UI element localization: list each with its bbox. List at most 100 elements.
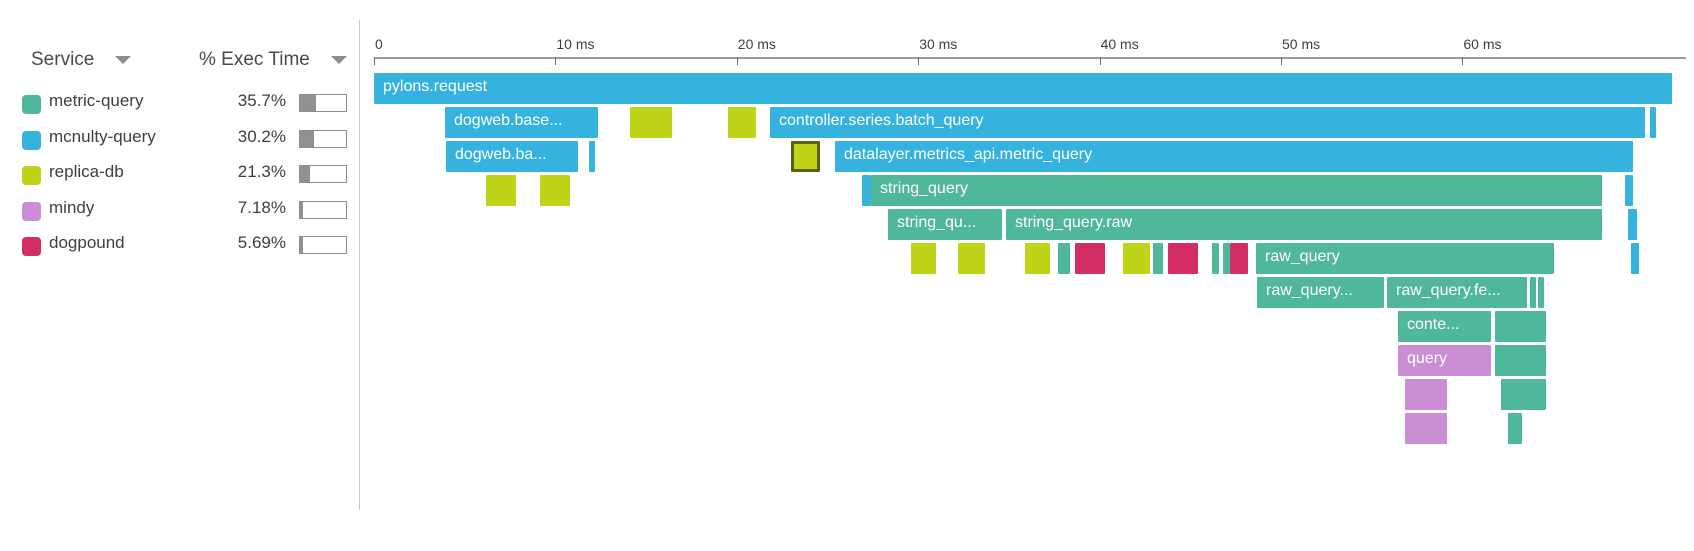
service-exec-meter bbox=[299, 94, 347, 112]
service-legend-row[interactable]: mcnulty-query 30.2% bbox=[0, 126, 360, 156]
flame-span-labeled[interactable]: conte... bbox=[1398, 311, 1491, 342]
service-name: replica-db bbox=[49, 162, 124, 181]
axis-tick-mark bbox=[736, 57, 738, 65]
flame-span-labeled[interactable]: raw_query bbox=[1256, 243, 1554, 274]
flame-span[interactable] bbox=[1405, 379, 1447, 410]
flame-span-labeled[interactable]: dogweb.ba... bbox=[446, 141, 578, 172]
flame-span[interactable] bbox=[911, 243, 936, 274]
flame-span-label: string_query bbox=[880, 180, 969, 197]
flame-span-labeled[interactable]: datalayer.metrics_api.metric_query bbox=[835, 141, 1633, 172]
flame-span-labeled[interactable]: string_query bbox=[871, 175, 1602, 206]
service-legend-row[interactable]: metric-query 35.7% bbox=[0, 90, 360, 120]
flame-span-label: dogweb.base... bbox=[454, 112, 563, 129]
flame-span[interactable] bbox=[1212, 243, 1219, 274]
service-name: mcnulty-query bbox=[49, 126, 156, 146]
flame-span[interactable] bbox=[862, 175, 871, 206]
flame-span-labeled[interactable]: dogweb.base... bbox=[445, 107, 598, 138]
service-exec-meter-fill bbox=[300, 237, 303, 253]
flame-span[interactable] bbox=[1625, 175, 1633, 206]
flame-span-label: conte... bbox=[1407, 316, 1460, 333]
flame-span[interactable] bbox=[1501, 379, 1546, 410]
flame-span[interactable] bbox=[1153, 243, 1163, 274]
service-exec-meter-fill bbox=[300, 130, 314, 147]
flame-span[interactable] bbox=[1025, 243, 1050, 274]
axis-tick-mark bbox=[555, 57, 557, 65]
chevron-down-icon-service[interactable] bbox=[115, 56, 131, 64]
flame-span-label: string_query.raw bbox=[1015, 214, 1133, 231]
service-exec-meter-fill bbox=[300, 166, 310, 182]
service-exec-meter bbox=[299, 129, 347, 148]
axis-tick-mark bbox=[918, 57, 920, 65]
service-exec-percent: 5.69% bbox=[237, 233, 286, 252]
flame-span-label: datalayer.metrics_api.metric_query bbox=[844, 146, 1093, 163]
service-exec-meter bbox=[299, 200, 347, 219]
flame-span-labeled[interactable]: string_query.raw bbox=[1006, 209, 1602, 240]
flame-span-labeled[interactable]: string_qu... bbox=[888, 209, 1002, 240]
service-exec-percent: 7.18% bbox=[237, 197, 286, 217]
flame-span-label: dogweb.ba... bbox=[455, 146, 547, 163]
service-color-swatch bbox=[22, 95, 41, 114]
flame-span[interactable] bbox=[958, 243, 985, 274]
flame-span[interactable] bbox=[1631, 243, 1639, 274]
flame-span-labeled[interactable]: controller.series.batch_query bbox=[770, 107, 1645, 138]
flame-span[interactable] bbox=[589, 141, 595, 172]
axis-tick-label: 0 bbox=[375, 36, 383, 52]
chevron-down-icon-exec-time[interactable] bbox=[331, 56, 347, 64]
flame-span-label: string_qu... bbox=[897, 214, 977, 231]
flame-span[interactable] bbox=[540, 175, 570, 206]
time-axis-line bbox=[374, 57, 1686, 59]
service-exec-meter bbox=[299, 236, 347, 254]
panel-divider bbox=[359, 20, 360, 510]
axis-tick-mark bbox=[1281, 57, 1282, 65]
flame-span-label: controller.series.batch_query bbox=[779, 112, 984, 129]
flame-span[interactable] bbox=[1508, 413, 1522, 444]
flamegraph-spans: pylons.request dogweb.base... controller.s… bbox=[360, 0, 1694, 551]
flame-span[interactable] bbox=[1530, 277, 1536, 308]
service-color-swatch bbox=[22, 166, 41, 185]
service-name: dogpound bbox=[49, 233, 125, 252]
column-header-service[interactable]: Service bbox=[31, 49, 95, 70]
flame-span-labeled[interactable]: raw_query.fe... bbox=[1387, 277, 1527, 308]
flame-span-labeled[interactable]: raw_query... bbox=[1257, 277, 1384, 308]
flame-span[interactable] bbox=[791, 141, 820, 172]
column-header-exec-time[interactable]: % Exec Time bbox=[199, 49, 310, 70]
service-name: metric-query bbox=[49, 91, 144, 110]
flame-span[interactable] bbox=[1058, 243, 1070, 274]
flame-span[interactable] bbox=[1538, 277, 1544, 308]
flame-span[interactable] bbox=[486, 175, 516, 206]
flame-span[interactable] bbox=[1230, 243, 1248, 274]
flame-span[interactable] bbox=[1495, 311, 1546, 342]
flame-span[interactable] bbox=[1650, 107, 1656, 138]
flame-span-label: pylons.request bbox=[383, 78, 488, 95]
service-legend-row[interactable]: replica-db 21.3% bbox=[0, 161, 360, 191]
flame-span-labeled[interactable]: pylons.request bbox=[374, 73, 1672, 104]
flame-span-label: raw_query... bbox=[1266, 282, 1353, 299]
service-legend-row[interactable]: dogpound 5.69% bbox=[0, 232, 360, 262]
flame-span[interactable] bbox=[1223, 243, 1230, 274]
axis-tick-label: 60 ms bbox=[1463, 36, 1502, 52]
service-exec-meter bbox=[299, 165, 347, 183]
flame-span[interactable] bbox=[1405, 413, 1447, 444]
flame-span[interactable] bbox=[1628, 209, 1637, 240]
flame-span[interactable] bbox=[1075, 243, 1105, 274]
axis-tick-mark bbox=[374, 57, 375, 65]
service-color-swatch bbox=[22, 237, 41, 256]
flame-span[interactable] bbox=[630, 107, 672, 138]
flame-span-labeled[interactable]: query bbox=[1398, 345, 1491, 376]
flame-span[interactable] bbox=[1168, 243, 1198, 274]
flame-span[interactable] bbox=[728, 107, 756, 138]
service-color-swatch bbox=[22, 130, 41, 150]
service-exec-percent: 35.7% bbox=[237, 91, 286, 110]
service-exec-percent: 30.2% bbox=[237, 126, 286, 146]
flame-span[interactable] bbox=[1123, 243, 1150, 274]
flame-span[interactable] bbox=[1495, 345, 1546, 376]
axis-tick-label: 40 ms bbox=[1100, 36, 1139, 52]
service-legend-panel: Service % Exec Time metric-query 35.7% mcn… bbox=[0, 0, 360, 551]
service-exec-percent: 21.3% bbox=[237, 162, 286, 181]
axis-tick-label: 10 ms bbox=[556, 36, 595, 52]
service-color-swatch bbox=[22, 201, 41, 221]
axis-tick-label: 50 ms bbox=[1282, 36, 1321, 52]
